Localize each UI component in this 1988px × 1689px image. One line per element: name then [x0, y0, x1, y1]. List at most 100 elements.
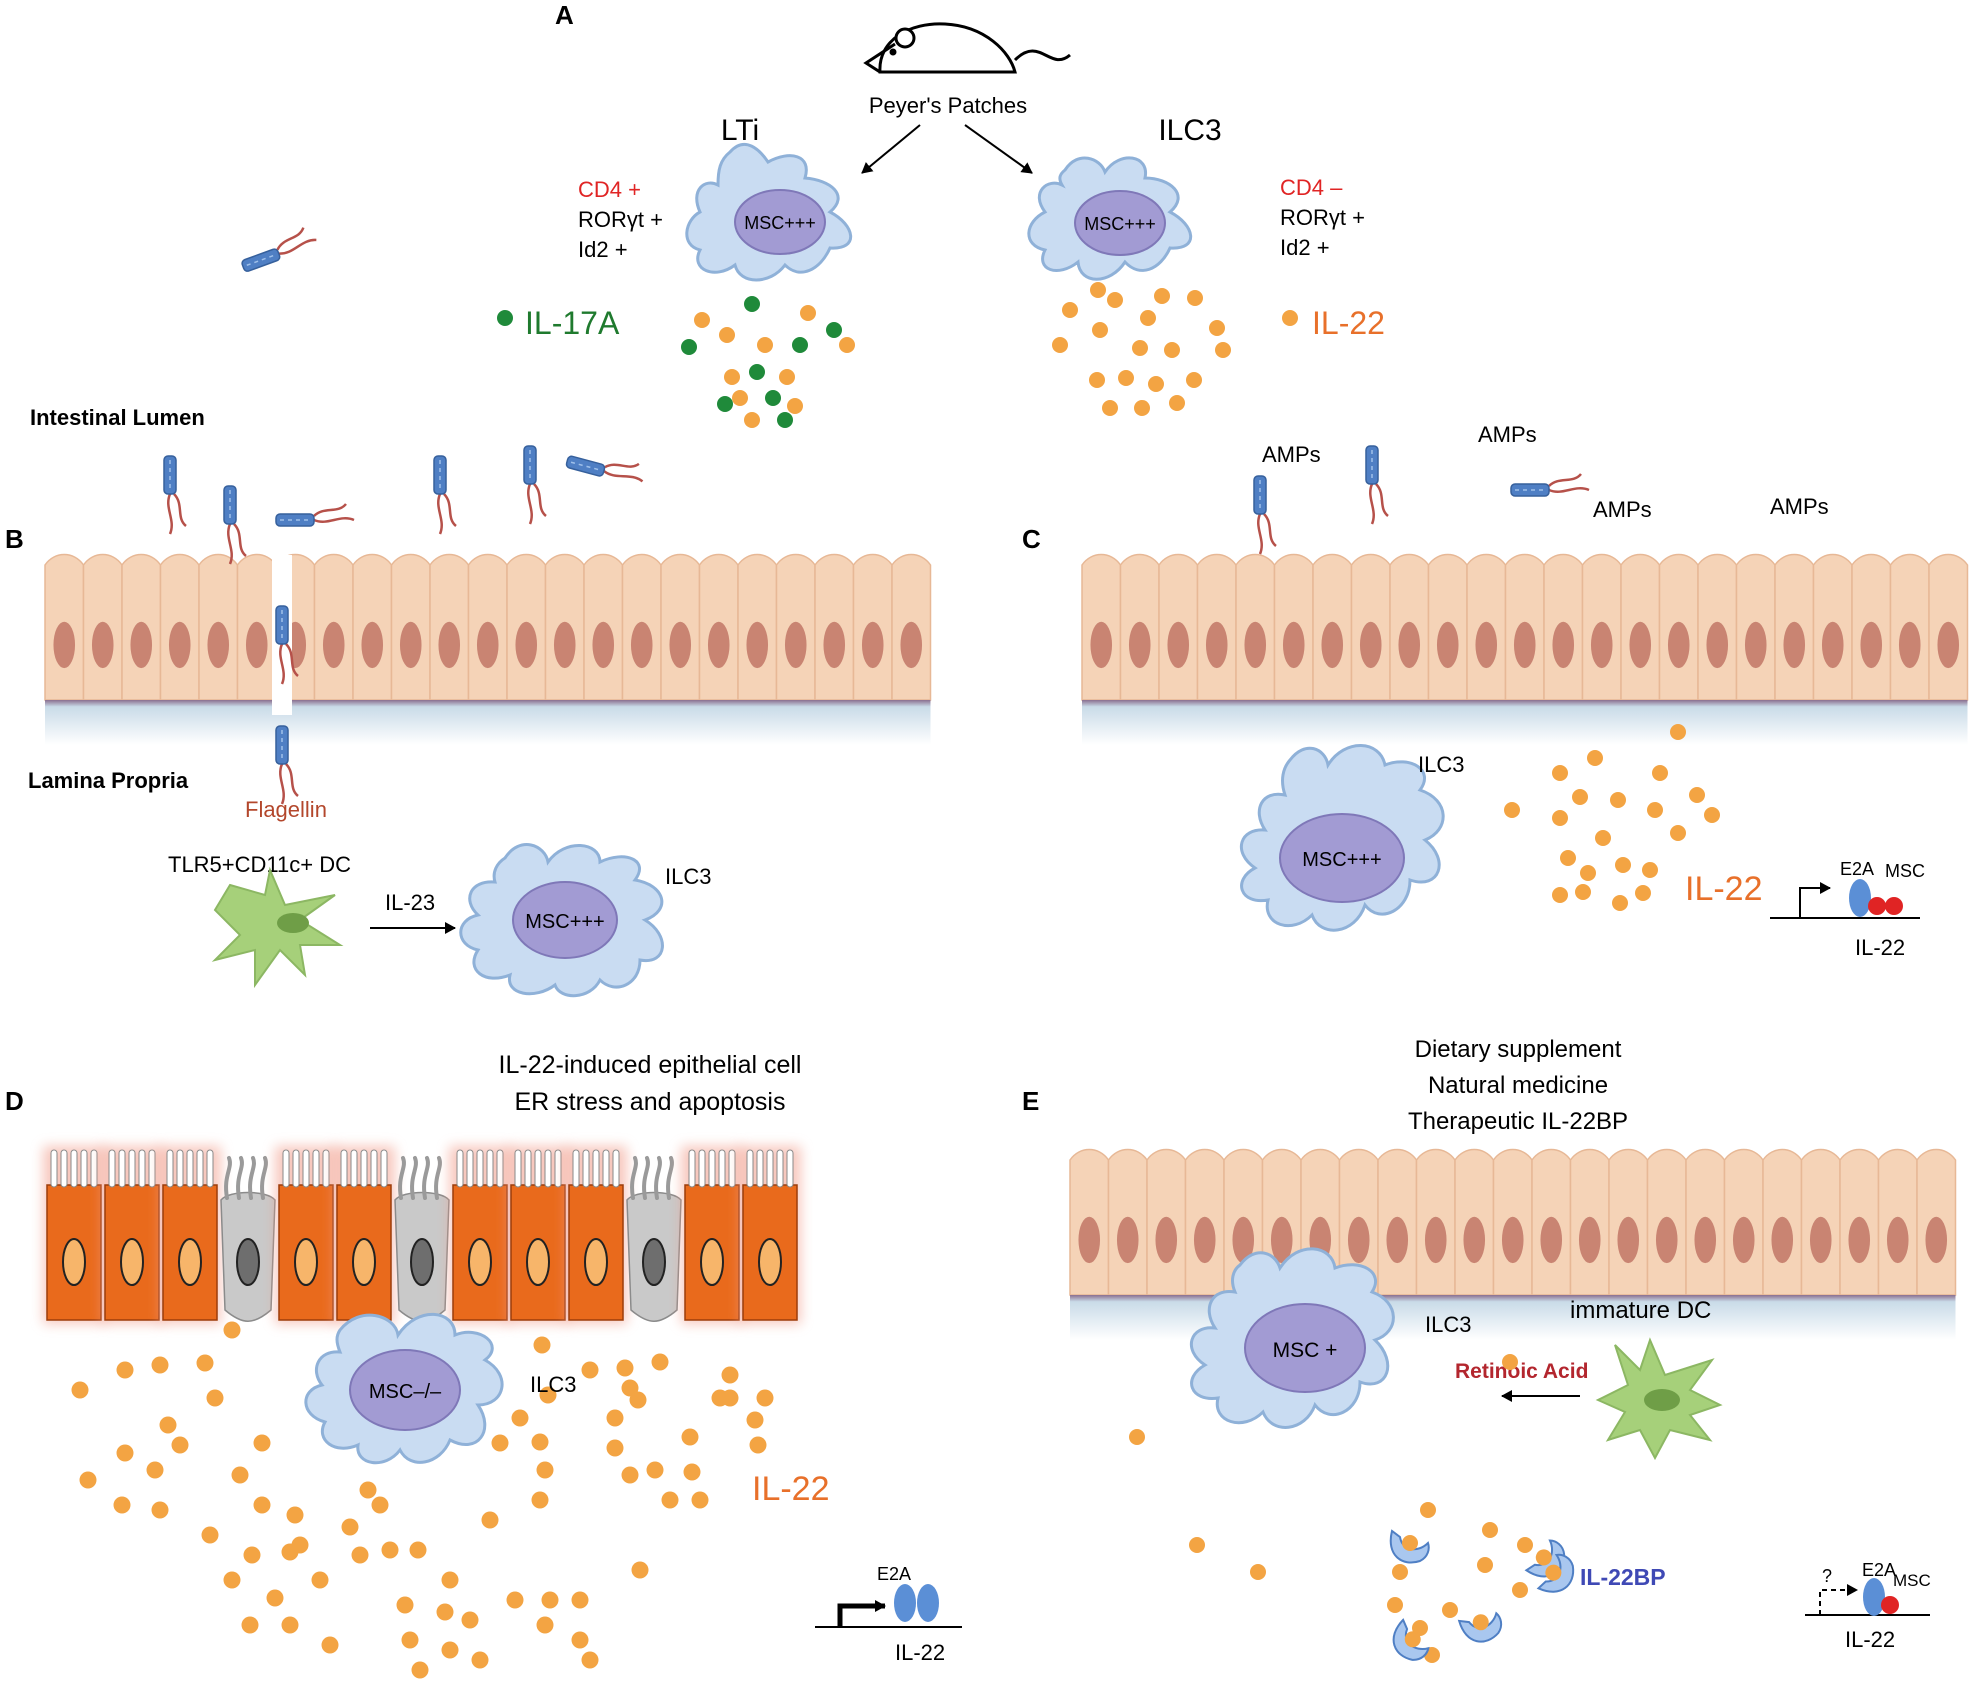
epithelial-nucleus — [823, 621, 846, 669]
ilc3-a-marker-1: CD4 – — [1280, 175, 1343, 200]
dc-b-label: TLR5+CD11c+ DC — [168, 852, 351, 877]
amps-1: AMPs — [1262, 442, 1321, 467]
query-e-label: ? — [1822, 1566, 1832, 1586]
il22-dot — [606, 1409, 624, 1427]
panel-c: C AMPs AMPs AMPs AMPs MSC+++ ILC3 IL-22 — [1022, 422, 1969, 960]
e2a-factor-c — [1849, 879, 1871, 917]
microvillus — [612, 1149, 620, 1188]
microvillus — [148, 1149, 156, 1188]
microvillus — [340, 1149, 348, 1188]
epithelial-nucleus — [1898, 621, 1921, 669]
il22-dot — [371, 1496, 389, 1514]
il22-dot — [646, 1461, 664, 1479]
il22-dot — [539, 1386, 557, 1404]
epithelial-nucleus — [399, 621, 422, 669]
epithelium-b — [44, 553, 932, 745]
msc-c-label: MSC — [1885, 861, 1925, 881]
ilc3-d-nucleus — [349, 1349, 461, 1431]
epithelial-nucleus — [1809, 1216, 1832, 1264]
microvillus — [90, 1149, 98, 1188]
il22-dot — [746, 1411, 764, 1429]
promoter-arrow-e — [1819, 1584, 1858, 1615]
il22-dot — [616, 1359, 634, 1377]
il22-dot — [533, 1336, 551, 1354]
bacteria-c — [1253, 445, 1590, 555]
ilc3-e-nucleus-label: MSC + — [1273, 1339, 1338, 1362]
epithelial-nucleus — [1193, 1216, 1216, 1264]
bacteria-b — [163, 227, 644, 805]
epithelial-nucleus — [1321, 621, 1344, 669]
microvillus — [698, 1149, 706, 1188]
microvillus — [186, 1149, 194, 1188]
microvillus — [688, 1149, 696, 1188]
il22-dot — [321, 1636, 339, 1654]
microvillus — [176, 1149, 184, 1188]
immature-dc-label: immature DC — [1570, 1297, 1711, 1324]
ilc3-a-title: ILC3 — [1158, 114, 1221, 147]
epithelial-nucleus — [1578, 1216, 1601, 1264]
panel-c-label: C — [1022, 524, 1041, 554]
il22-dot — [79, 1471, 97, 1489]
dc-b-body — [211, 866, 344, 989]
il23-label: IL-23 — [385, 890, 435, 915]
epithelial-nucleus — [1167, 621, 1190, 669]
epithelial-nucleus — [1078, 1216, 1101, 1264]
epithelial-nucleus — [630, 621, 653, 669]
bacterium-body — [1510, 483, 1550, 497]
il22-dot — [409, 1541, 427, 1559]
il22-dot — [201, 1526, 219, 1544]
il17a-legend-dot — [497, 310, 513, 326]
epithelial-nucleus — [1540, 1216, 1563, 1264]
il22-dot — [281, 1616, 299, 1634]
ilc3-b-nucleus — [512, 881, 618, 959]
microvillus — [582, 1149, 590, 1188]
apoptotic-nucleus — [236, 1238, 260, 1286]
flagellum — [276, 227, 317, 255]
lti-secreted-dots — [681, 296, 855, 428]
microvillus — [322, 1149, 330, 1188]
epithelial-nucleus — [1436, 621, 1459, 669]
apoptotic-nucleus — [642, 1238, 666, 1286]
il22-dot — [359, 1481, 377, 1499]
flagellum — [1257, 513, 1277, 555]
msc-e-label: MSC — [1893, 1571, 1931, 1590]
il22bp-complex — [1536, 1553, 1575, 1593]
il22-dot — [146, 1461, 164, 1479]
epithelial-nucleus — [746, 621, 769, 669]
il22-dot — [151, 1356, 169, 1374]
il22-dot — [621, 1379, 639, 1397]
il22-dot — [113, 1496, 131, 1514]
il22-dot — [266, 1589, 284, 1607]
damaged-microvillus — [236, 1156, 244, 1200]
arrow-to-lti — [861, 124, 921, 174]
flagellum — [1548, 473, 1590, 493]
microvillus — [206, 1149, 214, 1188]
il22-dot — [536, 1461, 554, 1479]
ilc3-c-secreted-dots — [1504, 724, 1720, 911]
panel-a: A Peyer's Patches LTi MSC+++ CD4 + RORγt… — [497, 0, 1385, 428]
damaged-microvillus — [260, 1156, 268, 1200]
bacterium-body — [275, 605, 289, 645]
stressed-nucleus — [526, 1238, 550, 1286]
il22-dot — [756, 1389, 774, 1407]
il22-dot — [151, 1501, 169, 1519]
microvillus — [118, 1149, 126, 1188]
epithelial-nucleus — [361, 621, 384, 669]
il22-dot — [381, 1541, 399, 1559]
il22-dot — [571, 1631, 589, 1649]
epithelial-nucleus — [707, 621, 730, 669]
stressed-nucleus — [352, 1238, 376, 1286]
microvillus — [60, 1149, 68, 1188]
microvillus — [380, 1149, 388, 1188]
epithelial-nucleus — [1937, 621, 1960, 669]
il22-dot — [116, 1444, 134, 1462]
epithelial-nucleus — [1244, 621, 1267, 669]
il22-dot — [311, 1571, 329, 1589]
il22-dot — [581, 1651, 599, 1669]
il22-e-dots — [1129, 1354, 1533, 1663]
microvillus — [80, 1149, 88, 1188]
e2a-d-label: E2A — [877, 1564, 911, 1584]
damaged-microvillus — [422, 1156, 430, 1200]
lti-marker-2: RORγt + — [578, 207, 663, 232]
il22-dot — [231, 1466, 249, 1484]
